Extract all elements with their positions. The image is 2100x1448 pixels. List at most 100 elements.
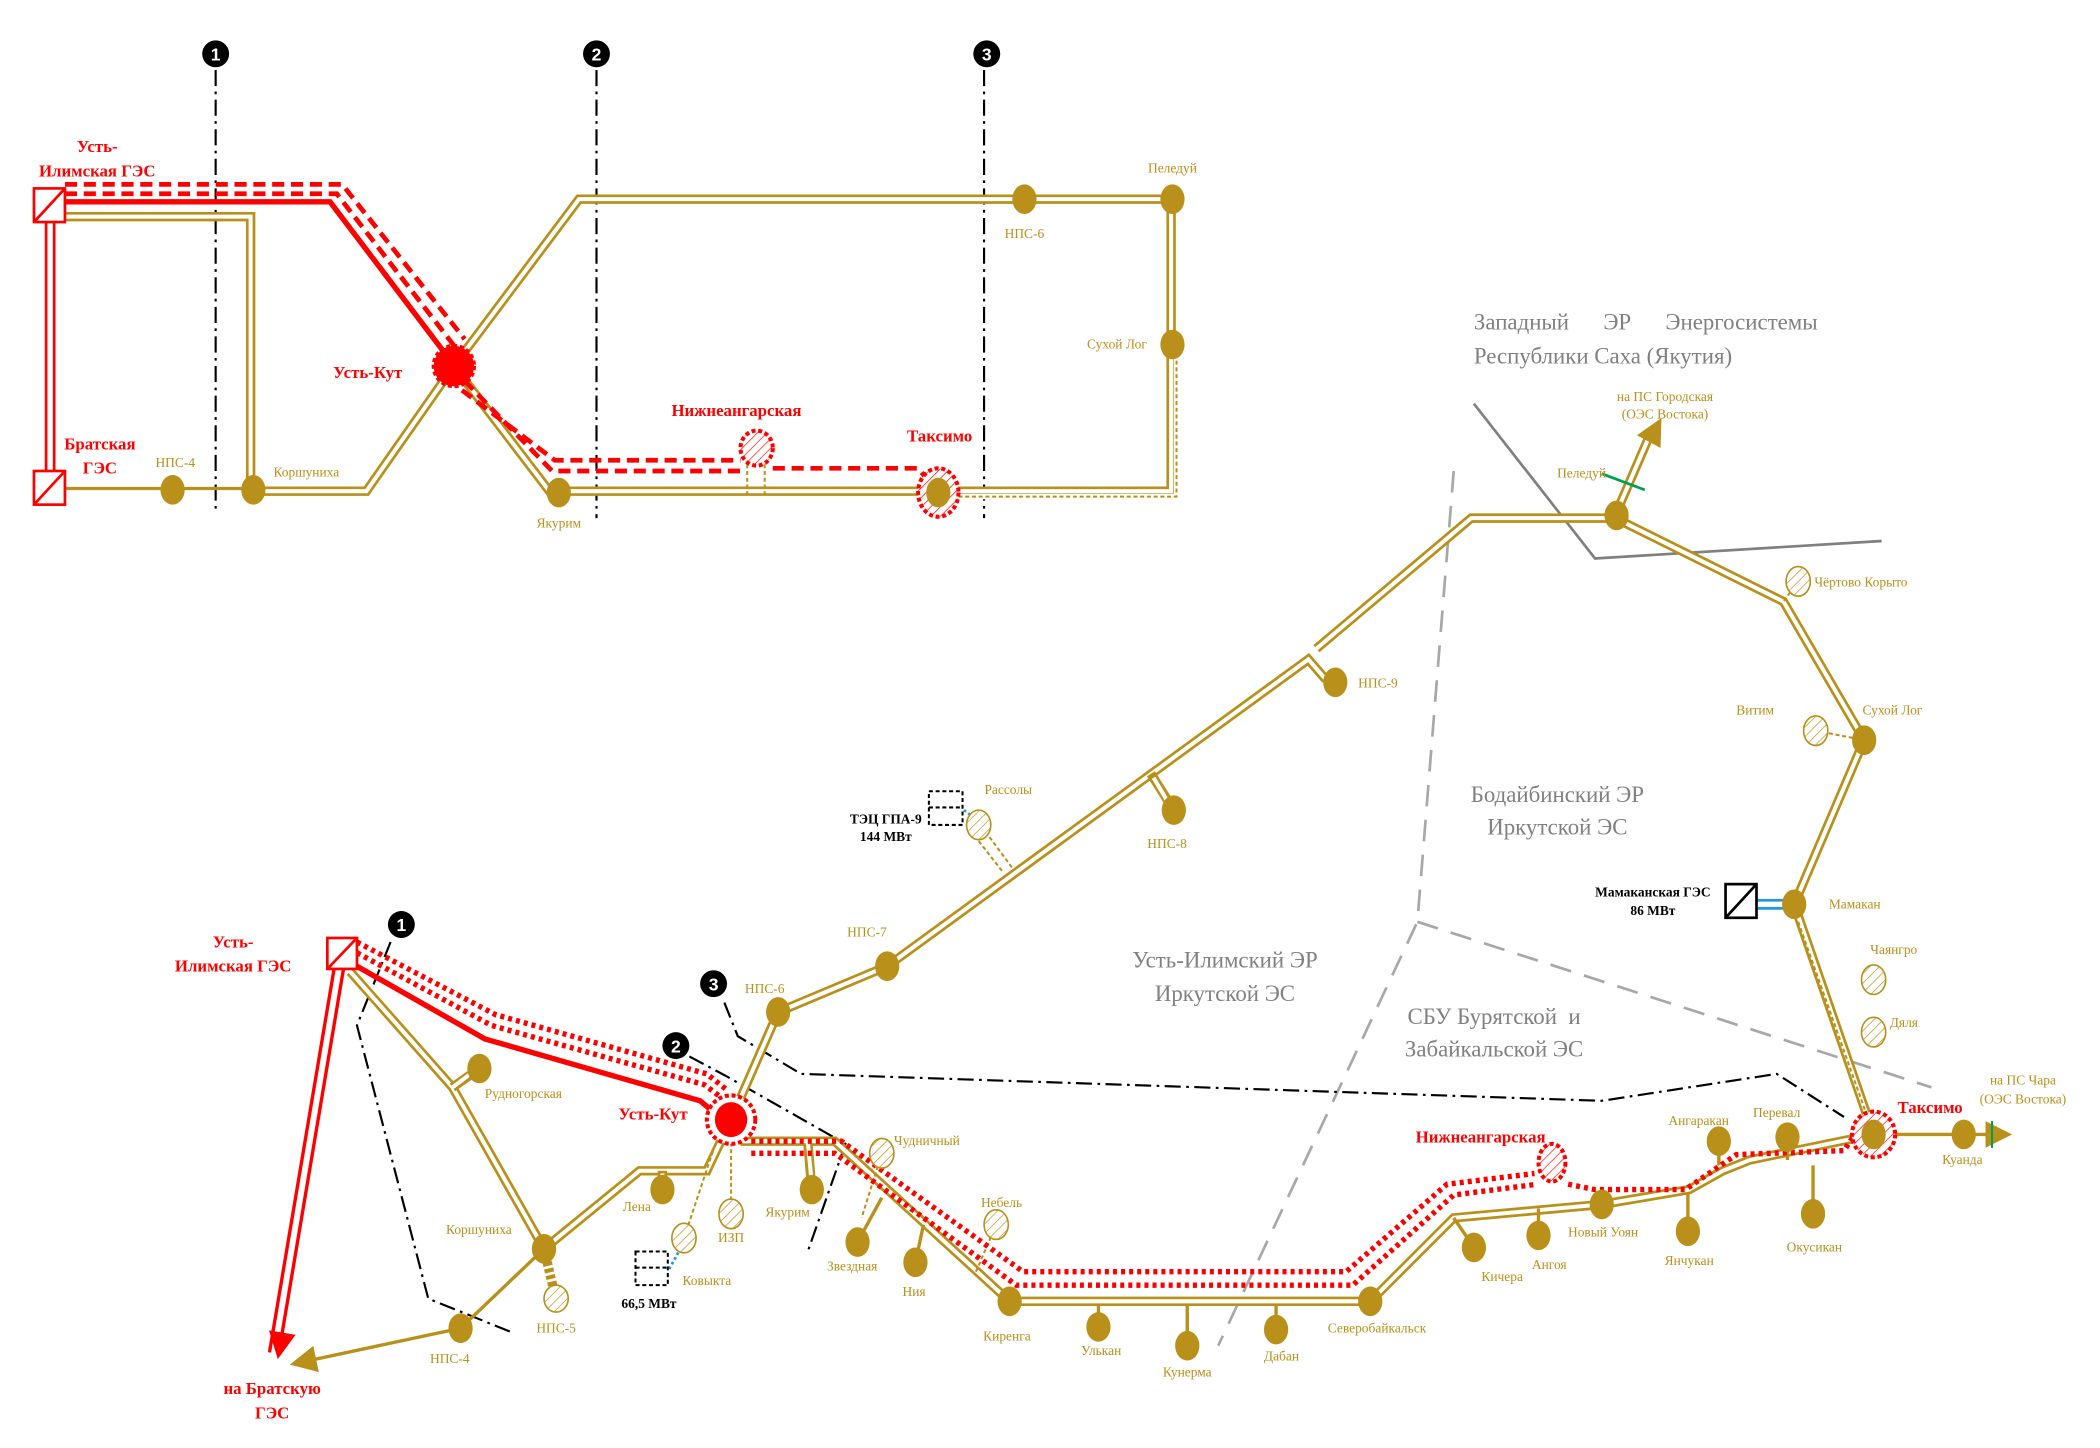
node-angoya [1526, 1220, 1551, 1251]
label-to-gorodskaya-2: (ОЭС Востока) [1622, 407, 1709, 422]
region-ustilim-2: Иркутской ЭС [1155, 981, 1295, 1006]
node-sukhoy-log [1160, 329, 1185, 360]
node-ust-kut [431, 343, 477, 389]
label-mamakan-ges-1: Мамаканская ГЭС [1595, 884, 1710, 899]
label-nps7: НПС-7 [847, 925, 887, 940]
label-rudnogorskaya: Рудногорская [485, 1086, 562, 1101]
label-chudnichny: Чудничный [894, 1133, 960, 1148]
node-yakurim [799, 1174, 824, 1205]
region-yakutia-1: Западный ЭР Энергосистемы [1474, 310, 1818, 335]
label-ust-ilimsk-1: Усть- [77, 137, 118, 156]
label-tec-2: 144 МВт [860, 829, 912, 844]
node-rassoly [965, 809, 992, 841]
label-ulkan: Улькан [1081, 1343, 1121, 1358]
svg-text:3: 3 [982, 45, 992, 65]
section-line-3 [723, 1002, 1845, 1118]
node-mamakan [1782, 889, 1807, 920]
label-chayangro: Чаянгро [1870, 942, 1917, 957]
top-gold-lines [64, 194, 1180, 500]
section-marker-1: 1 [387, 911, 415, 938]
label-izp: ИЗП [718, 1230, 744, 1245]
node-nps4 [448, 1313, 473, 1344]
node-chayangro [1860, 964, 1887, 996]
label-nizhneangarsk: Нижнеангарская [671, 401, 801, 420]
section-line-2 [688, 1055, 847, 1252]
top-scheme: 1 2 3 [32, 40, 1197, 531]
region-ustilim-1: Усть-Илимский ЭР [1132, 948, 1317, 973]
label-nps4: НПС-4 [155, 455, 195, 470]
label-zvezdnaya: Звездная [827, 1258, 877, 1273]
label-lena: Лена [623, 1199, 651, 1214]
label-nps6: НПС-6 [1005, 226, 1045, 241]
label-angoya: Ангоя [1532, 1257, 1567, 1272]
region-yakutia-2: Республики Саха (Якутия) [1474, 343, 1732, 368]
node-dyalya [1860, 1016, 1887, 1048]
label-yakurim: Якурим [765, 1205, 810, 1220]
label-nps9: НПС-9 [1358, 676, 1398, 691]
section-marker-3: 3 [973, 40, 1001, 68]
node-yanchukan [1675, 1216, 1700, 1247]
node-pereval [1775, 1122, 1800, 1152]
top-red-lines [44, 182, 934, 486]
node-nps5 [543, 1284, 570, 1313]
label-to-gorodskaya-1: на ПС Городская [1617, 389, 1713, 404]
node-nps7 [875, 951, 900, 982]
node-ust-kut [714, 1102, 748, 1138]
node-severobaikalsk [1358, 1286, 1383, 1317]
node-niya [903, 1247, 928, 1278]
node-peleduy [1604, 500, 1629, 531]
section-marker-2: 2 [662, 1032, 690, 1060]
node-nps6 [766, 997, 791, 1027]
section-marker-2: 2 [583, 40, 610, 68]
label-nps4: НПС-4 [430, 1351, 470, 1366]
label-nizhneangarsk: Нижнеангарская [1416, 1128, 1546, 1147]
svg-text:2: 2 [671, 1036, 681, 1056]
label-daban: Дабан [1264, 1349, 1299, 1364]
node-rudnogorskaya [467, 1053, 492, 1084]
node-korshunikha [531, 1234, 557, 1264]
node-zvezdnaya [845, 1227, 870, 1257]
node-kunerma [1175, 1330, 1200, 1361]
section-line-1 [355, 941, 513, 1334]
node-chertovo [1785, 565, 1812, 597]
label-korshunikha: Коршуниха [274, 464, 340, 479]
label-peleduy: Пеледуй [1148, 160, 1197, 175]
node-lena [650, 1174, 675, 1205]
svg-text:3: 3 [709, 974, 719, 994]
node-kuanda [1951, 1119, 1976, 1150]
label-yakurim: Якурим [537, 516, 582, 531]
node-vitim [1802, 715, 1829, 747]
label-kirenga: Киренга [983, 1328, 1031, 1343]
node-peleduy [1160, 184, 1185, 214]
label-severobaikalsk: Северобайкальск [1328, 1320, 1427, 1335]
label-okusikan: Окусикан [1787, 1240, 1842, 1255]
node-angarakan [1706, 1126, 1731, 1156]
node-nps9 [1323, 667, 1348, 698]
label-niya: Ния [903, 1284, 926, 1299]
label-bratsk-2: ГЭС [83, 459, 117, 478]
region-sbu-1: СБУ Бурятской и [1408, 1004, 1581, 1029]
bratsk-ges-box [32, 469, 67, 506]
node-yakurim [546, 477, 571, 508]
section-marker-1: 1 [202, 40, 230, 68]
label-nps5: НПС-5 [536, 1320, 576, 1335]
label-kunerma: Кунерма [1163, 1365, 1212, 1380]
label-vitim: Витим [1736, 703, 1774, 718]
node-nizhneangarsk [738, 428, 775, 468]
svg-text:2: 2 [592, 45, 602, 65]
node-sukhoy-log [1852, 725, 1877, 755]
region-bodaibo-1: Бодайбинский ЭР [1471, 782, 1644, 807]
label-nps8: НПС-8 [1147, 836, 1187, 851]
label-kichera: Кичера [1481, 1269, 1523, 1284]
label-mamakan-ges-2: 86 МВт [1630, 903, 1675, 918]
ust-ilimsk-ges-box [326, 936, 359, 971]
label-kuanda: Куанда [1942, 1152, 1982, 1167]
label-kovykta-mw: 66,5 МВт [621, 1296, 677, 1311]
region-boundary-dashed [1216, 470, 1932, 1347]
node-nps8 [1161, 795, 1186, 825]
label-nps6: НПС-6 [745, 981, 785, 996]
mamakan-ges-box [1724, 882, 1758, 920]
label-chertovo: Чёртово Корыто [1814, 575, 1907, 590]
node-nizhneangarsk [1536, 1141, 1568, 1184]
region-boundary-solid [1472, 402, 1882, 560]
